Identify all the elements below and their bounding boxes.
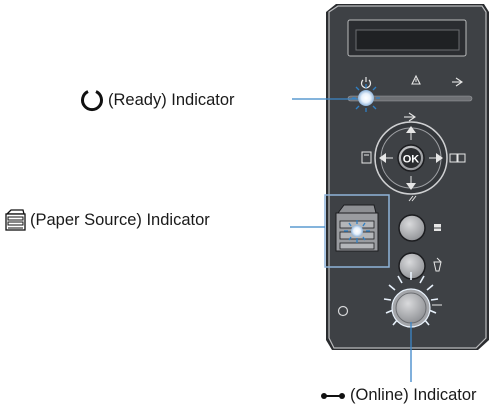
paper-source-indicator-callout: (Paper Source) Indicator — [4, 208, 210, 232]
cancel-job-icon — [433, 257, 442, 272]
paper-source-indicator-light — [344, 220, 370, 243]
lcd-display — [347, 19, 467, 57]
ready-indicator-light — [352, 84, 380, 112]
left-arrow-button[interactable] — [379, 153, 393, 163]
paper-tray-small-icon — [433, 224, 442, 231]
paper-tray-icon — [5, 209, 26, 231]
power-indicator-lamp — [337, 305, 349, 317]
up-arrow-button[interactable] — [406, 126, 416, 140]
job-arrow-icon — [452, 77, 463, 87]
paper-source-highlight-box — [324, 194, 390, 268]
callout-leader-lines — [290, 98, 412, 382]
paper-source-button[interactable] — [398, 214, 426, 242]
down-arrow-button[interactable] — [406, 176, 416, 190]
paper-source-indicator-label: (Paper Source) Indicator — [30, 210, 210, 229]
settings-icon — [449, 153, 466, 163]
cancel-job-button[interactable] — [398, 252, 426, 280]
menu-icon — [361, 151, 372, 164]
online-indicator-callout: (Online) Indicator — [320, 386, 477, 405]
power-circle-icon — [81, 90, 103, 112]
online-indicator-label: (Online) Indicator — [350, 386, 477, 404]
ok-button[interactable]: OK — [397, 144, 425, 172]
online-button[interactable] — [391, 288, 431, 328]
navigation-pad: OK — [361, 112, 466, 195]
paper-source-section — [324, 194, 442, 268]
reset-icon — [408, 195, 417, 202]
right-arrow-button[interactable] — [429, 153, 443, 163]
ready-indicator-callout: (Ready) Indicator — [80, 88, 235, 112]
back-arrow-icon — [404, 112, 416, 122]
ready-indicator-label: (Ready) Indicator — [108, 90, 235, 109]
warning-icon — [411, 74, 421, 85]
online-line-icon — [321, 392, 345, 399]
ok-button-label: OK — [403, 154, 420, 166]
